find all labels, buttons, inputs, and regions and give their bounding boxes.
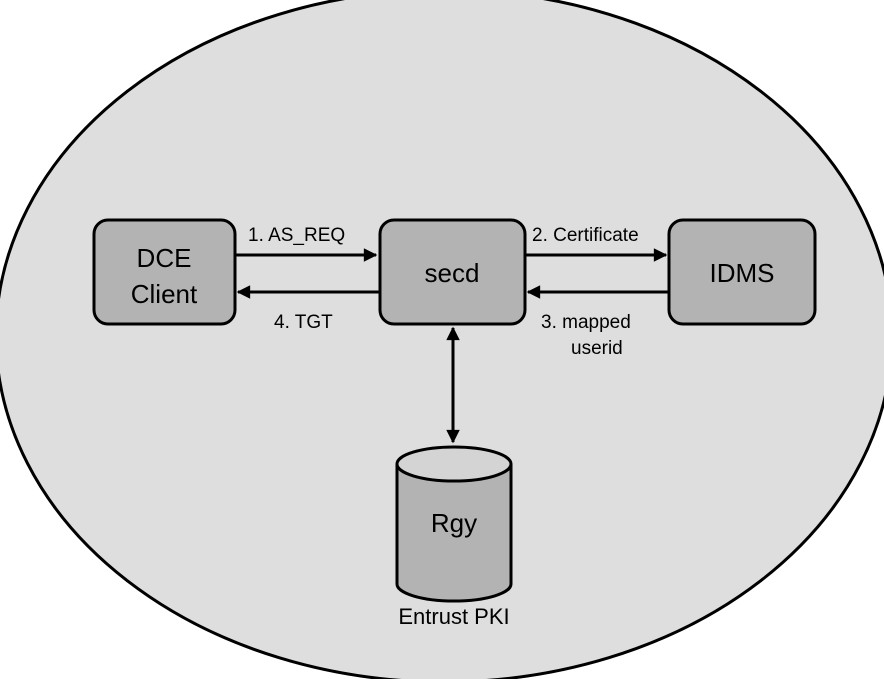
entrust-pki-label: Entrust PKI: [398, 604, 509, 629]
certificate-label: 2. Certificate: [532, 225, 639, 246]
rgy-database-node: Rgy: [395, 445, 513, 603]
mapped-userid-label-line1: 3. mapped: [541, 312, 631, 333]
secd-node: secd: [378, 218, 527, 326]
dce-client-label-line2: Client: [131, 279, 198, 309]
mapped-userid-label-line2: userid: [571, 338, 623, 359]
idms-node: IDMS: [667, 218, 817, 326]
dce-client-label-line1: DCE: [137, 243, 192, 273]
secd-label: secd: [425, 258, 480, 288]
idms-label: IDMS: [710, 258, 775, 288]
rgy-label: Rgy: [431, 508, 477, 538]
dce-client-node: DCE Client: [92, 218, 237, 326]
tgt-label: 4. TGT: [274, 312, 333, 333]
as-req-label: 1. AS_REQ: [248, 225, 345, 246]
